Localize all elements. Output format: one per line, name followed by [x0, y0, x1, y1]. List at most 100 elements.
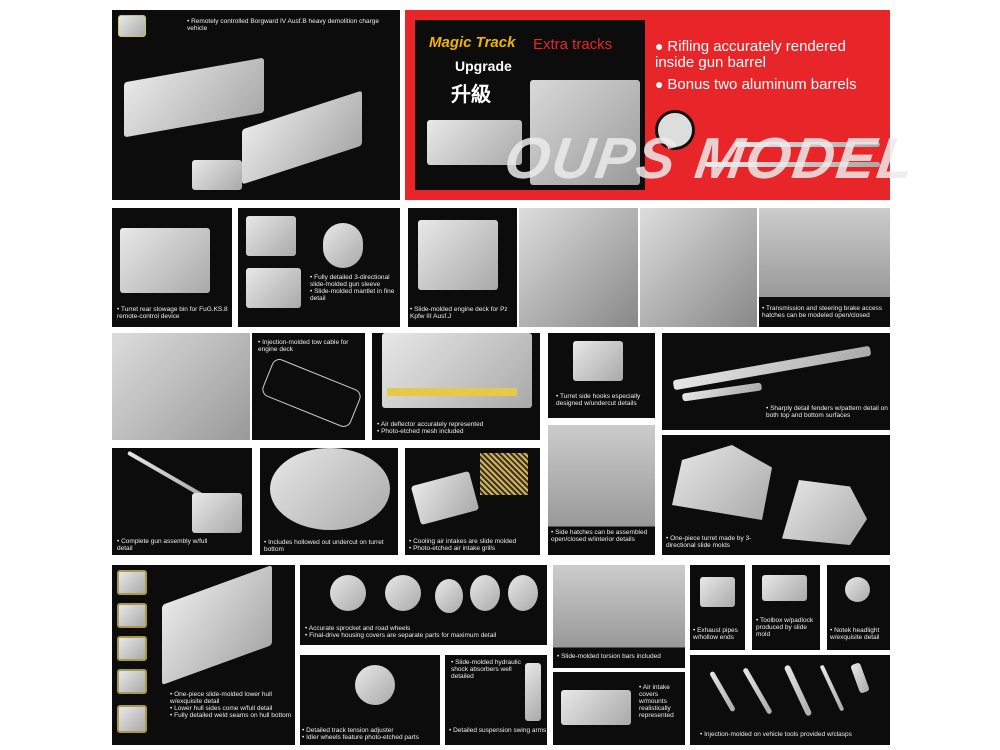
panel-turret: One-piece turret made by 3-directional s…: [662, 435, 890, 555]
panel-lower-hull: One-piece slide-molded lower hull w/exqu…: [112, 565, 295, 745]
turret-bottom-image: [270, 448, 390, 530]
caption: Notek headlight w/exquisite detail: [830, 627, 890, 641]
caption: Slide-molded hydraulic shock absorbers w…: [451, 659, 521, 680]
thumb: [117, 636, 147, 661]
panel-idler: Detailed track tension adjusterIdler whe…: [300, 655, 440, 745]
watermark: OUPS MODEL: [500, 126, 920, 191]
caption: Detailed track tension adjuster: [302, 727, 440, 734]
promo-inner: Magic Track Extra tracks Upgrade 升級: [415, 20, 645, 190]
panel-exhaust: Exhaust pipes w/hollow ends: [690, 565, 745, 650]
bullet-rifling: ● Rifling accurately rendered inside gun…: [655, 38, 846, 71]
magic-track-logo: Magic Track: [429, 34, 516, 51]
caption: Sharply detail fenders w/pattern detail …: [766, 405, 888, 419]
extra-tracks-label: Extra tracks: [533, 36, 613, 53]
caption: Complete gun assembly w/full detail: [117, 538, 217, 552]
road-wheel-image: [508, 575, 538, 611]
stowage-bin-image: [120, 228, 210, 293]
idler-wheel-image: [355, 665, 395, 705]
panel-tools: Injection-molded on vehicle tools provid…: [690, 655, 890, 745]
caption: Injection-molded tow cable for engine de…: [258, 339, 363, 353]
photo-hull-top: [640, 208, 757, 327]
gun-sleeve-image: [246, 268, 301, 308]
tool-image: [783, 664, 813, 717]
deflector-image: [382, 333, 532, 408]
turret-image: [782, 480, 867, 545]
caption: Exhaust pipes w/hollow ends: [693, 627, 745, 641]
gun-barrel-image: [127, 450, 207, 500]
barrel-image: [705, 162, 880, 167]
fender-image: [672, 345, 872, 391]
shock-image: [525, 663, 541, 721]
inset-photo: [118, 15, 146, 37]
caption: Turret rear stowage bin for FuG.KS.8 rem…: [117, 306, 232, 320]
hull-image: [162, 565, 272, 686]
caption: One-piece turret made by 3-directional s…: [666, 535, 776, 549]
caption: Photo-etched mesh included: [377, 428, 537, 435]
panel-air-deflector: Air deflector accurately representedPhot…: [372, 333, 540, 440]
vehicle-image: [124, 57, 264, 138]
toolbox-image: [762, 575, 807, 601]
panel-promo: Magic Track Extra tracks Upgrade 升級 ● Ri…: [405, 10, 890, 200]
panel-fenders: Sharply detail fenders w/pattern detail …: [662, 333, 890, 430]
panel-air-intake-covers: Air intake covers w/mounts realistically…: [553, 672, 685, 745]
panel-gun: Complete gun assembly w/full detail: [112, 448, 252, 555]
caption: Final-drive housing covers are separate …: [305, 632, 545, 639]
caption: Accurate sprocket and road wheels: [305, 625, 545, 632]
caption: Air intake covers w/mounts realistically…: [639, 684, 683, 719]
caption: Lower hull sides come w/full detail: [170, 705, 292, 712]
track-links-image: [427, 120, 522, 165]
caption: Slide-molded mantlet in fine detail: [310, 288, 398, 302]
cover-image: [561, 690, 631, 725]
bullet-barrels: ● Bonus two aluminum barrels: [655, 76, 857, 93]
caption: Side hatches can be assembled open/close…: [551, 529, 655, 543]
panel-transmission: Transmission and steering brake access h…: [759, 208, 890, 327]
exhaust-image: [700, 577, 735, 607]
panel-shocks: Slide-molded hydraulic shock absorbers w…: [445, 655, 547, 745]
barrel-muzzle-icon: [655, 110, 695, 150]
panel-intakes: Cooling air intakes are slide moldedPhot…: [405, 448, 540, 555]
panel-notek: Notek headlight w/exquisite detail: [827, 565, 890, 650]
road-wheel-image: [470, 575, 500, 611]
caption: Injection-molded on vehicle tools provid…: [700, 731, 890, 738]
sprocket-image: [330, 575, 366, 611]
thumb: [117, 603, 147, 628]
panel-sprocket: Accurate sprocket and road wheelsFinal-d…: [300, 565, 547, 645]
caption: Toolbox w/padlock produced by slide mold: [756, 617, 818, 638]
caption: Slide-molded engine deck for Pz Kpfw III…: [410, 306, 517, 320]
panel-borgward: Remotely controlled Borgward IV Ausf.B h…: [112, 10, 400, 200]
panel-torsion: Slide-molded torsion bars included: [553, 565, 685, 668]
caption: Air deflector accurately represented: [377, 421, 537, 428]
road-wheel-image: [435, 579, 463, 613]
tool-image: [709, 670, 736, 713]
panel-mantlet: Fully detailed 3-directional slide-molde…: [238, 208, 400, 327]
caption: Turret side hooks especially designed w/…: [556, 393, 653, 407]
caption: Idler wheels feature photo-etched parts: [302, 734, 440, 741]
panel-tow-cable: Injection-molded tow cable for engine de…: [252, 333, 365, 440]
tank-image: [530, 80, 640, 185]
mesh-image: [387, 388, 517, 396]
caption: One-piece slide-molded lower hull w/exqu…: [170, 691, 292, 705]
caption: Fully detailed weld seams on hull bottom: [170, 712, 292, 719]
upgrade-cn-label: 升級: [451, 84, 491, 106]
caption: Photo-etched air intake grills: [409, 545, 540, 552]
charge-image: [192, 160, 242, 190]
panel-turret-bottom: Includes hollowed out undercut on turret…: [260, 448, 398, 555]
engine-deck-image: [418, 220, 498, 290]
panel-hooks: Turret side hooks especially designed w/…: [548, 333, 655, 418]
headlight-image: [845, 577, 870, 602]
caption: Detailed suspension swing arms: [449, 727, 547, 734]
photo-deck: [112, 333, 250, 440]
thumb: [117, 705, 147, 733]
caption: Remotely controlled Borgward IV Ausf.B h…: [187, 18, 387, 32]
caption: Fully detailed 3-directional slide-molde…: [310, 274, 398, 288]
hook-image: [573, 341, 623, 381]
sprocket-image: [385, 575, 421, 611]
caption: Slide-molded torsion bars included: [557, 653, 685, 660]
intake-image: [410, 470, 480, 526]
panel-stowage: Turret rear stowage bin for FuG.KS.8 rem…: [112, 208, 232, 327]
tool-image: [819, 664, 845, 712]
panel-engine-deck: Slide-molded engine deck for Pz Kpfw III…: [408, 208, 517, 327]
grill-image: [480, 453, 528, 495]
gun-breech-image: [192, 493, 242, 533]
turret-image: [672, 445, 772, 520]
